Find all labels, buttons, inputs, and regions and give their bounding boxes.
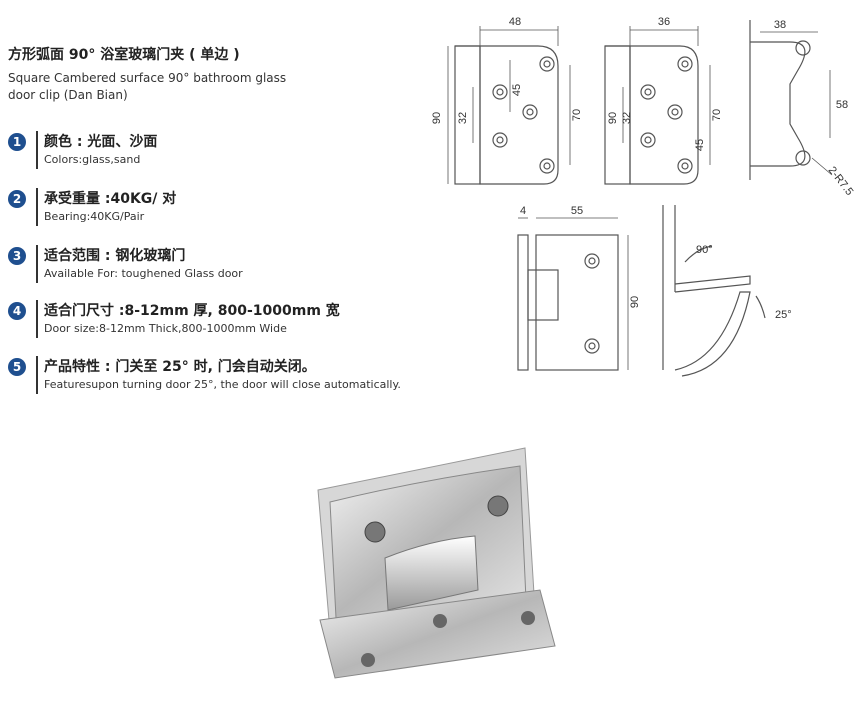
angle-close-label: 25° xyxy=(775,309,792,321)
angle-view-drawing xyxy=(662,205,766,377)
divider xyxy=(36,245,38,283)
number-badge: 5 xyxy=(8,358,26,376)
feature-label-en: Featuresupon turning door 25°, the door … xyxy=(44,378,401,391)
dim-rear-height: 90 xyxy=(607,112,619,124)
number-badge: 2 xyxy=(8,190,26,208)
feature-label-cn: 产品特性 : 门关至 25° 时, 门会自动关闭。 xyxy=(44,359,316,375)
product-photo xyxy=(317,447,556,679)
plate-view-drawing xyxy=(517,217,629,371)
feature-label-cn: 承受重量 :40KG/ 对 xyxy=(44,191,177,207)
divider xyxy=(36,188,38,226)
feature-label-en: Bearing:40KG/Pair xyxy=(44,210,145,223)
divider xyxy=(36,131,38,169)
dim-rear-inner-height: 70 xyxy=(711,109,723,121)
dim-front-inner-height: 70 xyxy=(571,109,583,121)
dim-side-width: 38 xyxy=(774,19,786,31)
dim-rear-hole-offset: 45 xyxy=(694,139,706,151)
dim-side-height: 58 xyxy=(836,99,848,111)
dim-plate-thickness: 4 xyxy=(520,205,526,217)
feature-label-cn: 适合门尺寸 :8-12mm 厚, 800-1000mm 宽 xyxy=(44,303,340,319)
rear-view-drawing xyxy=(604,26,711,185)
dim-front-height: 90 xyxy=(431,112,443,124)
number-badge: 3 xyxy=(8,247,26,265)
feature-label-cn: 颜色 : 光面、沙面 xyxy=(44,134,158,150)
dim-side-radius: 2-R7.5 xyxy=(826,164,856,197)
number-badge: 4 xyxy=(8,302,26,320)
divider xyxy=(36,356,38,394)
dim-rear-hole-spacing: 32 xyxy=(621,112,633,124)
divider xyxy=(36,300,38,338)
dim-front-hole-spacing: 32 xyxy=(457,112,469,124)
dim-plate-height: 90 xyxy=(629,296,641,308)
front-view-drawing xyxy=(447,26,571,185)
dim-rear-width: 36 xyxy=(658,16,670,28)
technical-drawings: 48 90 32 45 70 36 90 32 70 45 38 58 2-R7… xyxy=(431,16,856,377)
feature-label-cn: 适合范围 : 钢化玻璃门 xyxy=(44,248,186,264)
product-title-cn: 方形弧面 90° 浴室玻璃门夹 ( 单边 ) xyxy=(8,47,240,63)
feature-label-en: Available For: toughened Glass door xyxy=(44,267,243,280)
feature-label-en: Colors:glass,sand xyxy=(44,153,141,166)
dim-front-hole-offset: 45 xyxy=(511,84,523,96)
angle-open-label: 90° xyxy=(696,244,713,256)
dim-plate-width: 55 xyxy=(571,205,583,217)
number-badge: 1 xyxy=(8,133,26,151)
dim-front-width: 48 xyxy=(509,16,521,28)
product-title-en: Square Cambered surface 90° bathroom gla… xyxy=(8,71,287,102)
side-view-drawing xyxy=(749,20,833,180)
feature-label-en: Door size:8-12mm Thick,800-1000mm Wide xyxy=(44,322,287,335)
